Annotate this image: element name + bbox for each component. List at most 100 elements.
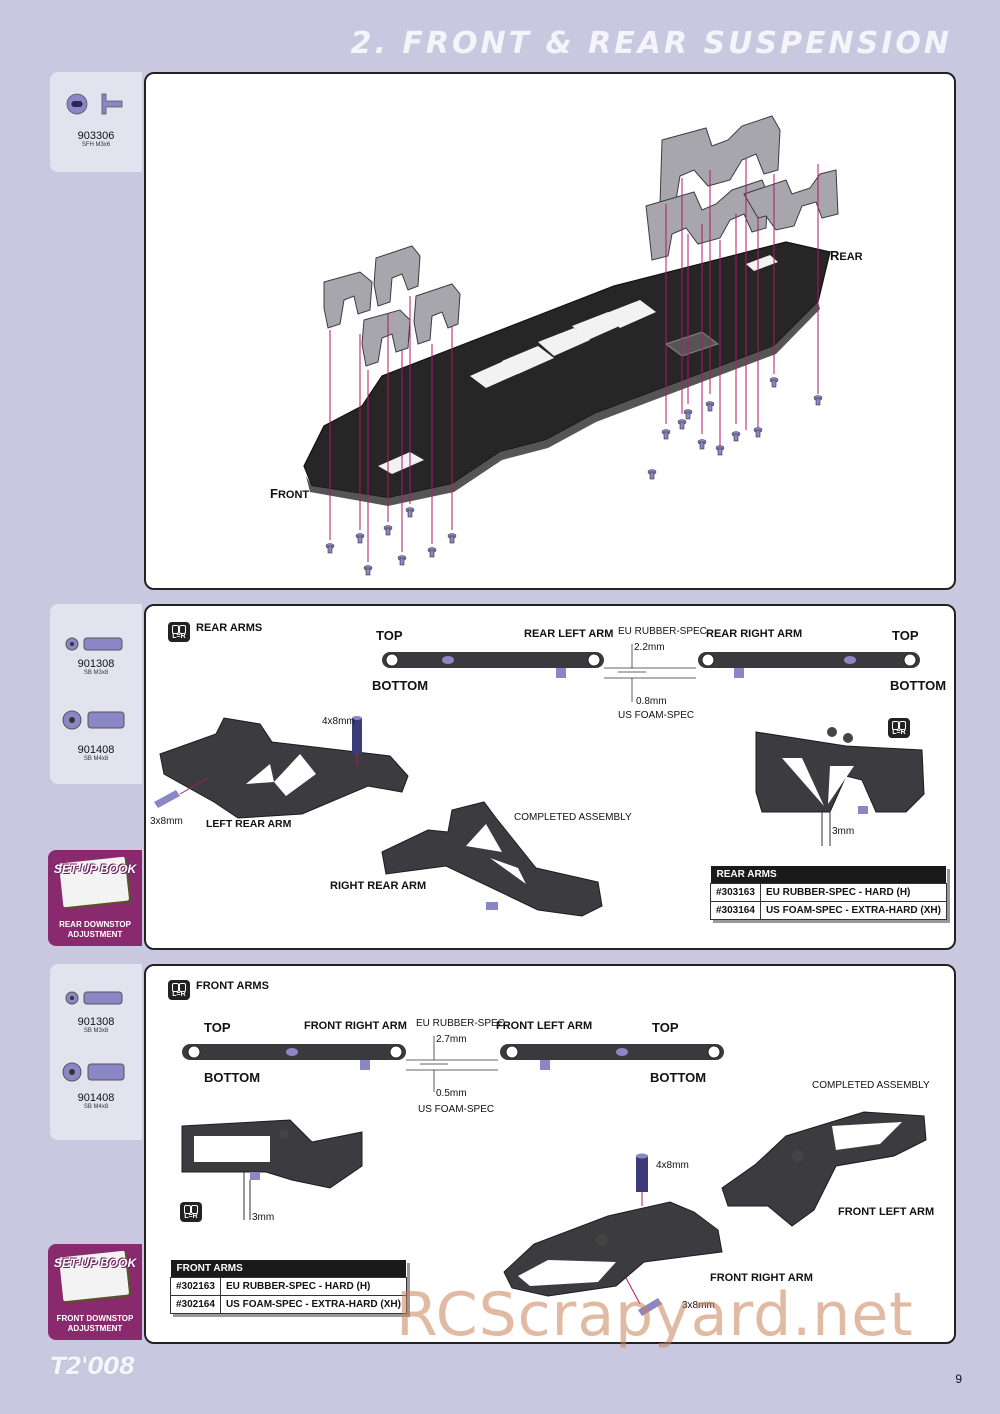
- part-code: 901408: [77, 744, 115, 756]
- rear-arms-panel: L=R REAR ARMS: [144, 604, 956, 950]
- table-desc: EU RUBBER-SPEC - HARD (H): [219, 1277, 407, 1296]
- lr-badge-icon: L=R: [168, 980, 190, 1000]
- bottom-label-left: BOTTOM: [372, 678, 429, 693]
- eu-dim-label: 2.7mm: [436, 1034, 467, 1045]
- part-code: 901308: [77, 658, 115, 670]
- lr-badge-icon: L=R: [888, 718, 910, 738]
- bottom-label-left: BOTTOM: [204, 1070, 261, 1085]
- front-arms-panel: L=R FRONT ARMS: [144, 964, 956, 1344]
- part-code: 901308: [77, 1016, 115, 1028]
- front-right-arm-label: FRONT RIGHT ARM: [710, 1272, 813, 1284]
- table-title: REAR ARMS: [710, 866, 947, 884]
- chassis-panel: FRONT REAR: [144, 72, 956, 590]
- rear-label: REAR: [830, 248, 863, 263]
- top-label-right: TOP: [652, 1020, 679, 1035]
- rear-right-arm-label: REAR RIGHT ARM: [706, 628, 803, 640]
- us-dim-label: 0.5mm: [436, 1088, 467, 1099]
- front-right-arm-side: [182, 1044, 406, 1070]
- front-label: FRONT: [270, 486, 310, 501]
- right-rear-arm: [381, 801, 603, 917]
- left-rear-arm-label: LEFT REAR ARM: [206, 818, 292, 830]
- table-part: #302164: [170, 1295, 221, 1314]
- setup-book-title: SET-UP BOOK: [53, 1256, 137, 1270]
- spacer-4x8-label: 4x8mm: [656, 1160, 689, 1171]
- part-code: 903306: [77, 130, 115, 142]
- eu-spec-label: EU RUBBER-SPEC: [618, 626, 707, 637]
- table-row: #302164 US FOAM-SPEC - EXTRA-HARD (XH): [170, 1295, 407, 1314]
- top-label-left: TOP: [376, 628, 403, 643]
- top-label-left: TOP: [204, 1020, 231, 1035]
- us-spec-label: US FOAM-SPEC: [618, 710, 695, 721]
- rear-3mm-label: 3mm: [832, 826, 855, 837]
- watermark: RCScrapyard.net: [396, 1280, 914, 1350]
- section-heading: FRONT ARMS: [196, 980, 269, 992]
- front-right-arm: [503, 1153, 723, 1316]
- brand-logo: T2'008: [50, 1352, 136, 1380]
- table-title: FRONT ARMS: [170, 1260, 407, 1278]
- completed-assembly-label: COMPLETED ASSEMBLY: [514, 812, 632, 823]
- rear-left-arm-side: [382, 652, 604, 678]
- rear-bulkheads: [645, 115, 839, 261]
- page-title: 2. FRONT & REAR SUSPENSION: [350, 26, 952, 61]
- front-arm-detail: [181, 1119, 363, 1220]
- part-desc: SB M4x8: [83, 756, 109, 762]
- rear-right-arm-side: [698, 652, 920, 678]
- table-row: #303163 EU RUBBER-SPEC - HARD (H): [710, 883, 947, 902]
- rear-arms-diagram: [154, 644, 925, 917]
- eu-spec-label: EU RUBBER-SPEC: [416, 1018, 505, 1029]
- table-desc: US FOAM-SPEC - EXTRA-HARD (XH): [759, 901, 947, 920]
- front-dim-lines: [406, 1036, 498, 1092]
- front-left-arm-side: [500, 1044, 724, 1070]
- eu-dim-label: 2.2mm: [634, 642, 665, 653]
- front-bulkheads: [323, 245, 461, 367]
- parts-box-chassis: 903306 SFH M3x6: [50, 72, 142, 172]
- chassis-screws: [325, 377, 823, 576]
- table-desc: US FOAM-SPEC - EXTRA-HARD (XH): [219, 1295, 407, 1314]
- table-desc: EU RUBBER-SPEC - HARD (H): [759, 883, 947, 902]
- table-part: #303164: [710, 901, 761, 920]
- page-number: 9: [955, 1372, 962, 1386]
- table-part: #302163: [170, 1277, 221, 1296]
- front-arms-table: FRONT ARMS #302163 EU RUBBER-SPEC - HARD…: [170, 1260, 407, 1314]
- completed-assembly-label: COMPLETED ASSEMBLY: [812, 1080, 930, 1091]
- parts-box-rear: 901308 SB M3x8 901408 SB M4x8: [50, 604, 142, 784]
- rear-dim-lines: [604, 644, 696, 702]
- front-right-arm-side-label: FRONT RIGHT ARM: [304, 1020, 407, 1032]
- setup-book-title: SET-UP BOOK: [53, 862, 137, 876]
- front-hardware-icons: [62, 991, 125, 1082]
- front-left-arm-label: FRONT LEFT ARM: [838, 1206, 935, 1218]
- spacer-3x8-label: 3x8mm: [682, 1300, 715, 1311]
- us-dim-label: 0.8mm: [636, 696, 667, 707]
- table-part: #303163: [710, 883, 761, 902]
- guide-lines: [329, 158, 819, 562]
- bottom-label-right: BOTTOM: [890, 678, 947, 693]
- front-arms-diagram: [181, 1036, 927, 1316]
- rear-left-arm-label: REAR LEFT ARM: [524, 628, 614, 640]
- part-desc: SFH M3x6: [81, 142, 111, 148]
- bottom-label-right: BOTTOM: [650, 1070, 707, 1085]
- chassis-plate: [303, 241, 831, 506]
- top-label-right: TOP: [892, 628, 919, 643]
- front-3mm-label: 3mm: [252, 1212, 275, 1223]
- rear-arms-table: REAR ARMS #303163 EU RUBBER-SPEC - HARD …: [710, 866, 947, 920]
- us-spec-label: US FOAM-SPEC: [418, 1104, 495, 1115]
- front-left-arm-side-label: FRONT LEFT ARM: [496, 1020, 593, 1032]
- part-code: 901408: [77, 1092, 115, 1104]
- table-row: #302163 EU RUBBER-SPEC - HARD (H): [170, 1277, 407, 1296]
- part-desc: SB M4x8: [83, 1104, 109, 1110]
- spacer-3x8-label: 3x8mm: [150, 816, 183, 827]
- left-rear-arm: [154, 716, 409, 819]
- part-desc: SB M3x8: [83, 1028, 109, 1034]
- section-heading: REAR ARMS: [196, 622, 263, 634]
- parts-box-front: 901308 SB M3x8 901408 SB M4x8: [50, 964, 142, 1140]
- lr-badge-icon: L=R: [168, 622, 190, 642]
- lr-badge-icon: L=R: [180, 1202, 202, 1222]
- rear-hardware-icons: [62, 637, 125, 730]
- spacer-4x8-label: 4x8mm: [322, 716, 355, 727]
- part-desc: SB M3x8: [83, 670, 109, 676]
- rear-arm-detail: [755, 727, 925, 846]
